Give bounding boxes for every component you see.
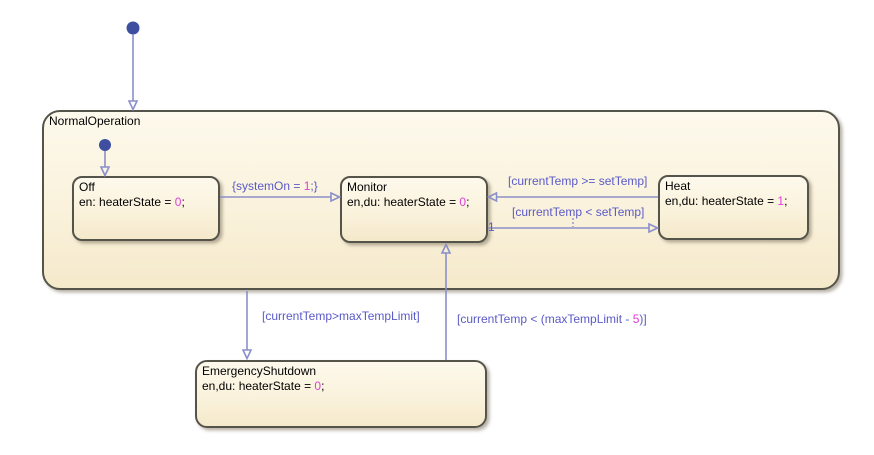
state-title-normal-operation: NormalOperation <box>49 114 141 128</box>
state-title-off: Off <box>79 180 95 194</box>
arrowhead-into-emergency-shutdown <box>241 349 253 361</box>
arrowhead-into-normal-operation <box>127 100 139 112</box>
transition-label-off-to-monitor[interactable]: {systemOn = 1;} <box>232 179 318 193</box>
transition-label-normal-to-emergency[interactable]: [currentTemp>maxTempLimit] <box>262 309 420 323</box>
transition-label-emergency-to-monitor[interactable]: [currentTemp < (maxTempLimit - 5)] <box>457 312 647 326</box>
state-action-off-semicolon: ; <box>181 195 185 209</box>
state-monitor[interactable]: Monitor en,du: heaterState = 0; <box>340 176 488 243</box>
state-heat[interactable]: Heat en,du: heaterState = 1; <box>658 175 809 240</box>
state-action-emergency-text: en,du: heaterState = <box>202 379 315 393</box>
transition-label-emergency-to-monitor-number: 5 <box>632 312 640 326</box>
state-action-monitor-number: 0 <box>459 195 467 209</box>
state-off[interactable]: Off en: heaterState = 0; <box>72 176 220 241</box>
state-action-emergency-semicolon: ; <box>321 379 325 393</box>
transition-label-off-to-monitor-close: ;} <box>310 179 318 193</box>
transition-label-monitor-to-heat[interactable]: [currentTemp < setTemp] <box>512 205 645 219</box>
state-title-heat: Heat <box>665 179 691 193</box>
state-action-emergency-shutdown: en,du: heaterState = 0; <box>202 379 481 394</box>
state-action-heat-number: 1 <box>777 194 785 208</box>
state-action-monitor-text: en,du: heaterState = <box>347 195 460 209</box>
state-action-monitor-semicolon: ; <box>466 195 470 209</box>
transition-label-off-to-monitor-number: 1 <box>303 179 311 193</box>
state-action-emergency-number: 0 <box>314 379 322 393</box>
state-emergency-shutdown[interactable]: EmergencyShutdown en,du: heaterState = 0… <box>195 360 487 428</box>
transition-label-heat-to-monitor[interactable]: [currentTemp >= setTemp] <box>508 174 648 188</box>
transition-priority-number[interactable]: 1 <box>488 220 495 234</box>
state-action-off-number: 0 <box>174 195 182 209</box>
state-action-off-text: en: heaterState = <box>79 195 175 209</box>
state-action-heat-text: en,du: heaterState = <box>665 194 778 208</box>
state-title-emergency-shutdown: EmergencyShutdown <box>202 364 317 378</box>
state-action-heat-semicolon: ; <box>784 194 788 208</box>
state-action-off: en: heaterState = 0; <box>79 195 214 210</box>
transition-label-off-to-monitor-text: {systemOn = <box>232 179 304 193</box>
transition-label-emergency-to-monitor-text: [currentTemp < (maxTempLimit - <box>457 312 633 326</box>
transition-label-emergency-to-monitor-close: )] <box>639 312 647 326</box>
state-action-heat: en,du: heaterState = 1; <box>665 194 803 209</box>
state-action-monitor: en,du: heaterState = 0; <box>347 195 482 210</box>
state-title-monitor: Monitor <box>347 180 388 194</box>
default-transition-dot-chart[interactable] <box>126 21 140 35</box>
